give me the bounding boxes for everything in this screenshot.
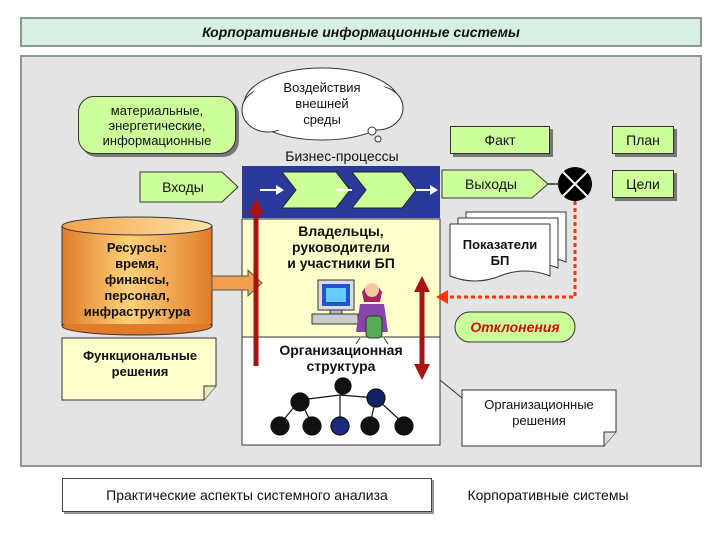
inputs-text: Входы <box>162 179 204 195</box>
cloud-text: Воздействия внешней среды <box>262 78 382 130</box>
business-processes-label: Бизнес-процессы <box>285 148 399 164</box>
person-at-computer-icon <box>311 279 389 345</box>
org-structure-text: Организационная структура <box>254 340 428 376</box>
inputs-arrow <box>139 171 239 203</box>
org-decisions-connector <box>439 379 463 399</box>
fact-label: Факт <box>484 132 516 148</box>
goals-box: Цели <box>612 170 674 198</box>
vertical-arrow-right <box>414 276 430 380</box>
owners-label: Владельцы, руководители и участники БП <box>287 223 395 271</box>
footer-right: Корпоративные системы <box>436 478 660 512</box>
outputs-text: Выходы <box>465 176 517 192</box>
org-decisions-text: Организационные решения <box>462 394 616 432</box>
org-decisions-label: Организационные решения <box>484 397 594 428</box>
functional-decisions-label: Функциональные решения <box>82 348 198 379</box>
deviations-box <box>454 311 576 343</box>
vertical-arrow-left <box>248 198 264 366</box>
org-structure-label: Организационная структура <box>279 342 403 374</box>
process-chevron-1 <box>280 171 351 209</box>
band-arrow-head <box>276 185 284 195</box>
process-chevron-2 <box>350 171 417 209</box>
feedback-arrow <box>444 201 577 299</box>
resources-text: Ресурсы: время, финансы, персонал, инфра… <box>64 238 210 322</box>
indicators-label: Показатели БП <box>462 237 538 268</box>
owners-text: Владельцы, руководители и участники БП <box>266 220 416 274</box>
resources-cylinder <box>61 216 213 336</box>
outputs-label: Выходы <box>446 172 536 196</box>
resources-label: Ресурсы: время, финансы, персонал, инфра… <box>83 240 191 319</box>
business-processes-title: Бизнес-процессы <box>252 146 432 166</box>
footer-left-text: Практические аспекты системного анализа <box>106 487 388 503</box>
org-tree-icon <box>270 377 414 436</box>
goals-label: Цели <box>626 176 660 192</box>
band-arrow-head-3 <box>430 185 438 195</box>
indicators-documents <box>449 211 567 282</box>
footer-left-box: Практические аспекты системного анализа <box>62 478 432 512</box>
deviations-label: Отклонения <box>470 319 560 335</box>
plan-label: План <box>626 132 660 148</box>
outputs-arrow <box>441 169 549 199</box>
inputs-label: Входы <box>140 175 226 199</box>
functional-decisions-text: Функциональные решения <box>62 342 218 386</box>
header-bar: Корпоративные информационные системы <box>20 17 702 47</box>
plan-box: План <box>612 126 674 154</box>
header-title: Корпоративные информационные системы <box>202 24 520 40</box>
inputs-types-box: материальные, энергетические, информацио… <box>78 96 236 154</box>
inputs-types-text: материальные, энергетические, информацио… <box>102 102 212 148</box>
cloud-icon <box>241 67 404 143</box>
deviations-text: Отклонения <box>455 312 575 342</box>
footer-right-text: Корпоративные системы <box>467 487 629 503</box>
indicators-text: Показатели БП <box>452 236 548 270</box>
fact-box: Факт <box>450 126 550 154</box>
cloud-label: Воздействия внешней среды <box>283 80 361 127</box>
